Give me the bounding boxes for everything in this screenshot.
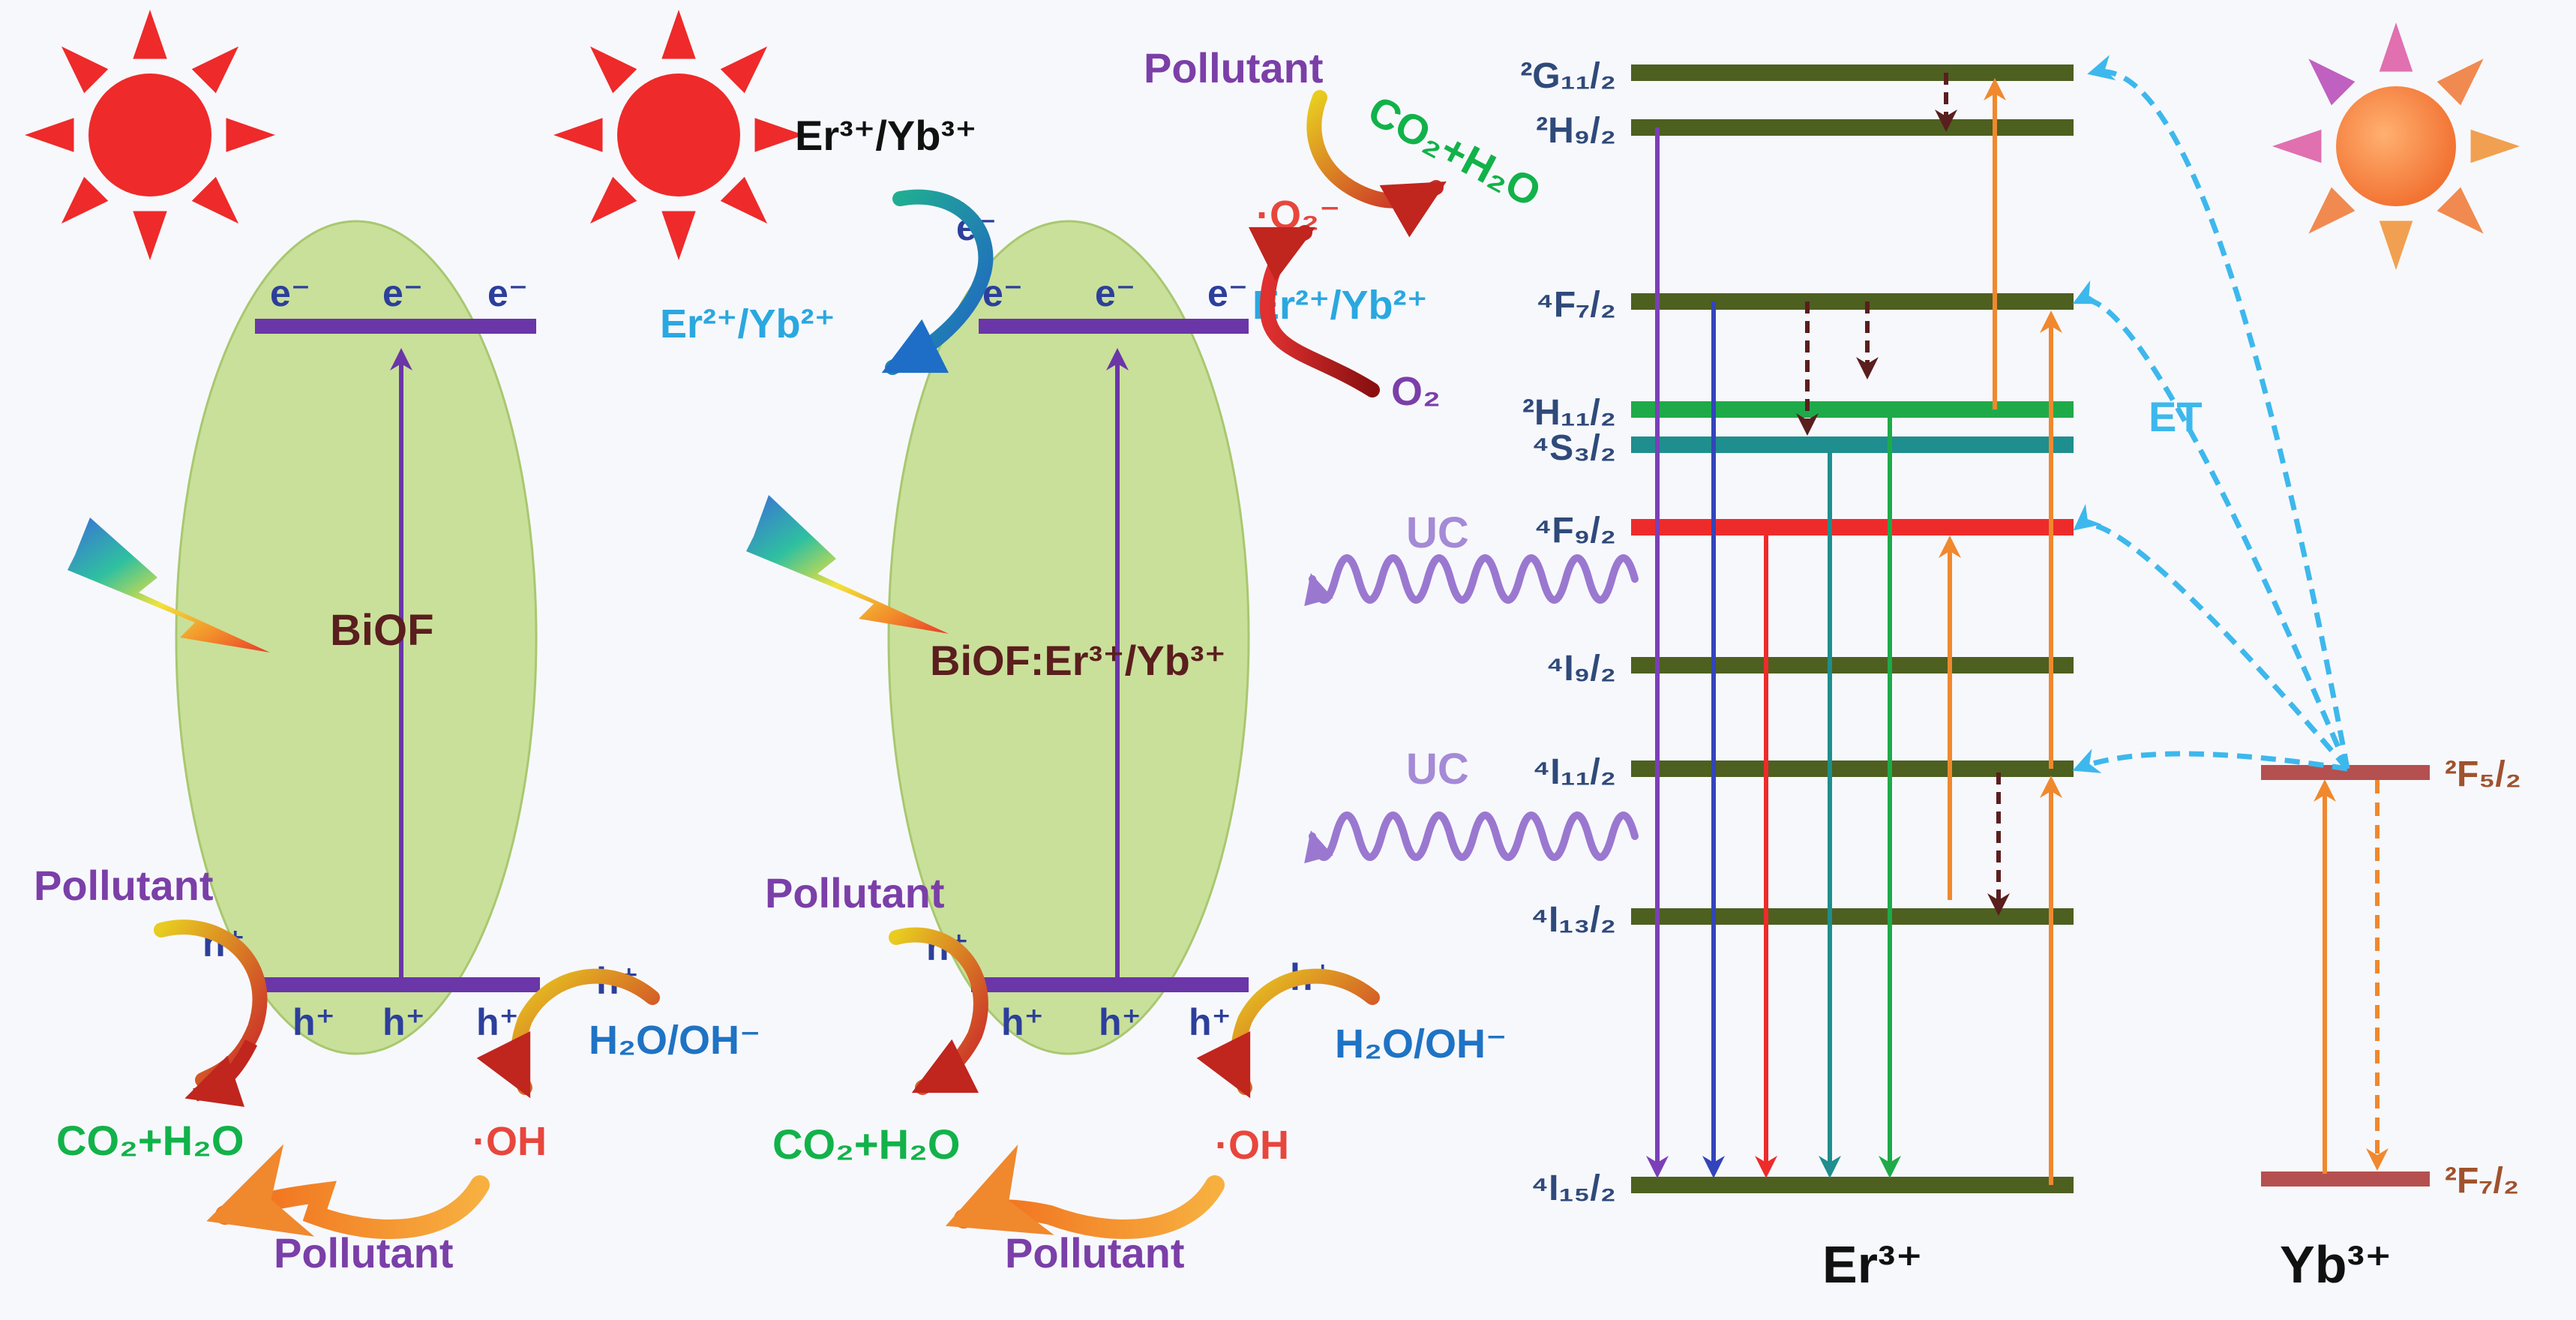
electron-label: e⁻ — [1207, 272, 1248, 314]
radical-label: ·OH — [1215, 1123, 1289, 1168]
doped-biof-ellipse — [887, 220, 1250, 1055]
sun-disc — [2336, 86, 2456, 206]
energy-transfer-arrow — [2072, 748, 2348, 773]
sun-ray — [589, 46, 637, 94]
sun-icon-middle — [553, 10, 804, 260]
particle-name-label: BiOF:Er³⁺/Yb³⁺ — [930, 637, 1226, 684]
electron-transfer-curl-arrow — [881, 189, 994, 375]
sun-ray — [133, 10, 167, 59]
er-ion-label: Er³⁺ — [1822, 1235, 1923, 1294]
biof-ellipse — [175, 220, 538, 1055]
er-level-term-label: ⁴I₁₅/₂ — [1531, 1168, 1616, 1208]
er-level-term-label: ⁴I₉/₂ — [1546, 649, 1616, 688]
ion-labels: Er³⁺ Yb³⁺ ET — [1822, 393, 2392, 1294]
sun-icon-left — [25, 10, 275, 260]
hole-label: h⁺ — [1189, 1001, 1231, 1043]
water-curl-arrow — [1196, 968, 1380, 1099]
sun-ray — [2379, 220, 2413, 270]
sun-ray — [191, 176, 239, 224]
pollutant-label: Pollutant — [765, 869, 945, 916]
energy-transfer-arrow — [2087, 55, 2350, 770]
er-level-term-label: ²H₉/₂ — [1536, 111, 1616, 151]
electron-label: e⁻ — [487, 272, 528, 314]
pollutant-label: Pollutant — [1144, 44, 1324, 92]
middle-particle: e⁻ e⁻ e⁻ e⁻ BiOF:Er³⁺/Yb³⁺ h⁺ h⁺ h⁺ h⁺ h… — [660, 44, 1549, 1276]
water-label: H₂O/OH⁻ — [589, 1018, 761, 1063]
pollutant-label: Pollutant — [1005, 1229, 1185, 1276]
left-particle: e⁻ e⁻ e⁻ BiOF h⁺ h⁺ h⁺ h⁺ h⁺ Pollutant H… — [34, 220, 761, 1276]
product-label: CO₂+H₂O — [56, 1117, 244, 1164]
er-level-term-label: ²G₁₁/₂ — [1520, 56, 1616, 96]
sun-ray — [553, 118, 603, 152]
light-bolt-icon — [67, 518, 270, 652]
upconversion-emission: UC UC — [1304, 508, 1639, 864]
sun-ray — [2437, 187, 2484, 234]
upper-pollutant-curl-arrow — [1306, 90, 1447, 238]
sun-icon-right — [2272, 22, 2520, 270]
electron-label: e⁻ — [1095, 272, 1135, 314]
particle-name-label: BiOF — [330, 606, 434, 655]
er-level-term-label: ⁴I₁₃/₂ — [1531, 900, 1616, 940]
uc-wave-arrow — [1304, 554, 1639, 607]
sun-ray — [661, 211, 696, 260]
radical-label: ·OH — [472, 1119, 547, 1164]
sun-ray — [2437, 58, 2484, 106]
sun-ray — [661, 10, 696, 59]
sun-ray — [25, 118, 74, 152]
electron-label: e⁻ — [382, 272, 423, 314]
water-label: H₂O/OH⁻ — [1335, 1022, 1507, 1066]
hole-label: h⁺ — [1001, 1001, 1044, 1043]
et-label: ET — [2149, 393, 2203, 440]
electron-label: e⁻ — [270, 272, 310, 314]
sun-ray — [754, 118, 804, 152]
er-level-term-label: ²H₁₁/₂ — [1522, 393, 1616, 433]
sweep-arrow — [206, 1144, 490, 1240]
sun-ray — [589, 176, 637, 224]
yb-level-term-label: ²F₇/₂ — [2445, 1161, 2519, 1201]
er-level-term-label: ⁴I₁₁/₂ — [1533, 752, 1616, 792]
sun-ray — [2272, 129, 2322, 164]
oxygen-label: O₂ — [1391, 369, 1441, 414]
sun-disc — [88, 74, 211, 196]
energy-transfer-arrow — [2072, 280, 2350, 770]
sweep-arrow — [945, 1144, 1225, 1240]
er-level-term-label: ⁴F₉/₂ — [1534, 511, 1616, 550]
sun-ray — [2379, 22, 2413, 72]
product-curl-arrow — [184, 1039, 258, 1107]
uc-label: UC — [1406, 508, 1469, 557]
sun-ray — [2308, 58, 2356, 106]
sun-ray — [2308, 187, 2356, 234]
reduced-ions-label: Er²⁺/Yb²⁺ — [660, 302, 835, 346]
hole-label: h⁺ — [1099, 1001, 1141, 1043]
reduced-ions-label: Er²⁺/Yb²⁺ — [1252, 283, 1428, 328]
pollutant-curl-arrow — [889, 927, 988, 1095]
yb-level-term-label: ²F₅/₂ — [2445, 754, 2521, 794]
energy-transfer-arrow — [2073, 503, 2350, 771]
sun-ray — [191, 46, 239, 94]
yb-ion-label: Yb³⁺ — [2280, 1235, 2392, 1294]
product-label: CO₂+H₂O — [772, 1120, 960, 1168]
dopant-ions-label: Er³⁺/Yb³⁺ — [795, 112, 977, 159]
pollutant-label: Pollutant — [34, 862, 214, 909]
hole-label: h⁺ — [292, 1001, 335, 1043]
sun-disc — [617, 74, 740, 196]
sun-ray — [2470, 129, 2520, 164]
sun-ray — [133, 211, 167, 260]
er-level-term-label: ⁴F₇/₂ — [1536, 285, 1616, 325]
er-level-term-label: ⁴S₃/₂ — [1531, 428, 1616, 468]
sun-ray — [226, 118, 275, 152]
light-bolt-icon — [746, 495, 949, 634]
hole-label: h⁺ — [382, 1001, 425, 1043]
uc-wave-arrow — [1304, 812, 1639, 864]
sun-ray — [61, 176, 109, 224]
oxygen-curl-arrow — [1248, 225, 1380, 398]
water-curl-arrow — [476, 968, 660, 1099]
sun-ray — [61, 46, 109, 94]
uc-label: UC — [1406, 745, 1469, 794]
sun-ray — [720, 46, 768, 94]
sun-ray — [720, 176, 768, 224]
